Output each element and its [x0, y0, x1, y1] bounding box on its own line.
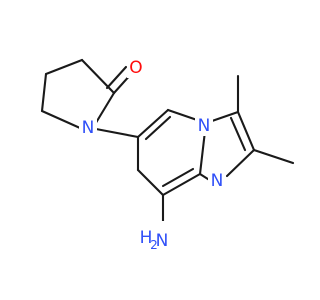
imidazole-nitrogen-label: N	[208, 171, 226, 191]
carbonyl-oxygen-label: O	[127, 58, 145, 78]
bond-c6-c7	[136, 108, 170, 139]
bond-c2-o-double	[105, 65, 128, 90]
bond-c12-methyl	[252, 148, 295, 165]
amine-group-label: N H 2	[138, 221, 171, 255]
amine-hydrogen-count: 2	[150, 238, 158, 252]
atom-labels: O N N N N H 2	[79, 58, 226, 255]
bridgehead-nitrogen-label: N	[195, 116, 213, 136]
bond-c7-n8	[166, 108, 202, 123]
structure-diagram: O N N N N H 2	[40, 58, 295, 255]
bond-c3-c4	[44, 58, 84, 76]
imidazole-nitrogen-symbol: N	[211, 171, 224, 191]
bond-c12-n13	[225, 148, 256, 178]
bond-c5-n1	[40, 109, 82, 130]
molecule-canvas: O N N N N H 2	[40, 58, 295, 255]
bridgehead-nitrogen-symbol: N	[198, 116, 211, 136]
carbonyl-oxygen-symbol: O	[129, 58, 142, 78]
bond-n8-c11	[210, 110, 240, 123]
amine-nitrogen-symbol: N	[156, 231, 169, 251]
bond-n1-c2	[92, 91, 116, 128]
bond-c8a-c9	[161, 172, 202, 197]
bond-c11-c12-double	[229, 116, 247, 152]
bond-c2-c3	[80, 58, 116, 95]
bond-c11-c12	[236, 110, 256, 152]
pyrrolidinone-nitrogen-label: N	[79, 118, 97, 138]
bond-n1-c6	[94, 127, 140, 139]
amine-hydrogen-symbol: H	[140, 228, 153, 248]
bonds	[40, 58, 295, 225]
bond-c4-c5	[40, 72, 48, 113]
bond-c6-c7-double	[144, 115, 172, 141]
pyrrolidinone-nitrogen-symbol: N	[82, 118, 95, 138]
bond-c9-c10	[136, 168, 165, 197]
bond-n8-c8a	[198, 129, 207, 176]
bond-c8a-c9-double	[161, 167, 195, 188]
